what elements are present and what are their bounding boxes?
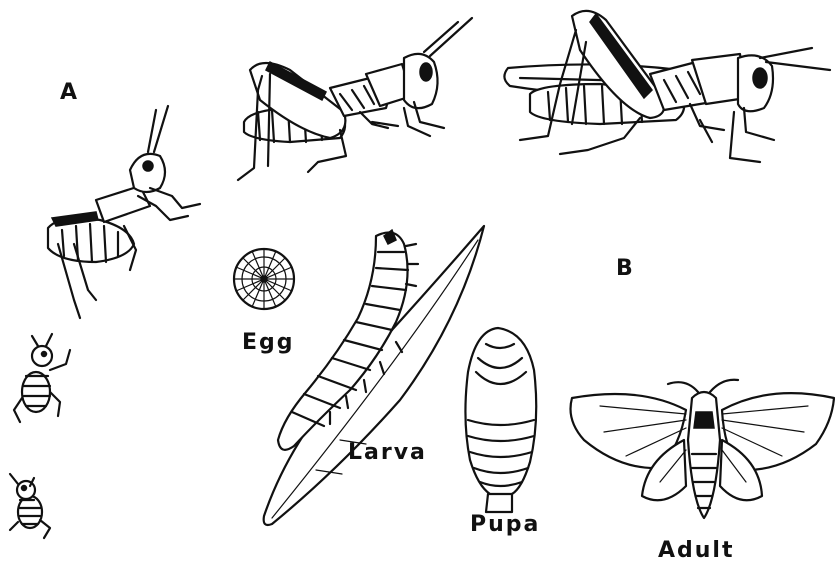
grasshopper-nymph-late-instar	[48, 106, 200, 318]
grasshopper-young-adult	[238, 18, 472, 180]
pupa-label: Pupa	[470, 512, 540, 537]
panel-b-label: B	[616, 256, 635, 281]
moth-pupa	[465, 328, 536, 512]
grasshopper-nymph-second-instar	[14, 334, 70, 422]
panel-a-label: A	[60, 80, 79, 105]
adult-label: Adult	[658, 538, 735, 563]
grasshopper-adult	[504, 11, 830, 162]
moth-egg	[234, 249, 294, 309]
moth-adult	[571, 380, 835, 518]
egg-label: Egg	[242, 330, 295, 355]
larva-label: Larva	[348, 440, 427, 465]
grasshopper-nymph-first-instar	[10, 474, 50, 538]
